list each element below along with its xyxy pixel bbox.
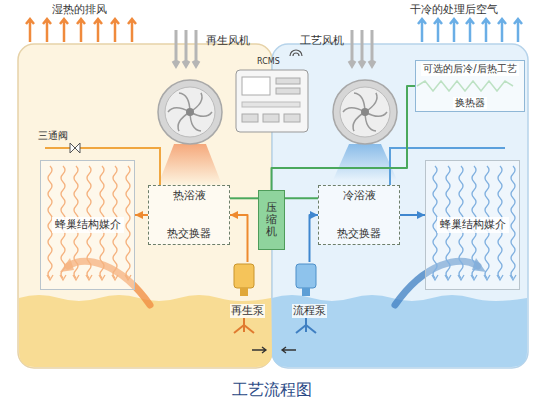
pump-base — [302, 288, 310, 296]
air-cone — [333, 144, 397, 180]
node-label: 可选的后冷/后热工艺 — [421, 63, 518, 76]
air-arrow — [498, 19, 506, 42]
regeneration-fan — [158, 80, 222, 144]
fan-rotor — [340, 87, 390, 137]
intake-arrow — [193, 30, 199, 66]
regeneration-pump: 再生泵 — [226, 262, 269, 318]
controller-button — [242, 114, 258, 122]
cold-solution — [272, 295, 527, 367]
pipe-connector — [285, 197, 318, 199]
part-label: 三通阀 — [38, 130, 68, 142]
part-label: RCMS — [257, 57, 280, 67]
pump-base — [240, 288, 248, 296]
compressor-box: 压缩机 — [258, 190, 285, 250]
air-arrow — [128, 19, 136, 42]
air-arrow — [26, 19, 34, 42]
node-sublabel: 热交换器 — [337, 227, 381, 241]
mixer — [296, 318, 316, 333]
part-label: 干冷的处理后空气 — [410, 3, 498, 16]
air-arrow — [418, 19, 426, 42]
air-arrow — [434, 19, 442, 42]
air-arrow — [43, 19, 51, 42]
fan-hub — [361, 108, 369, 116]
node-sublabel: 换热器 — [453, 97, 487, 110]
air-arrow — [482, 19, 490, 42]
node-sublabel: 热交换器 — [167, 227, 211, 241]
air-arrow — [60, 19, 68, 42]
part-label: 再生风机 — [206, 34, 250, 47]
air-cone — [158, 144, 222, 185]
honeycomb-media: 蜂巢结构媒介 — [425, 160, 520, 290]
node-label: 热浴液 — [173, 189, 206, 203]
node-label: 蜂巢结构媒介 — [52, 217, 124, 233]
intake-arrow — [349, 30, 355, 66]
process-pump-icon — [296, 264, 316, 288]
intake-arrow — [183, 30, 189, 66]
air-arrow — [111, 19, 119, 42]
intake-arrow — [173, 30, 179, 66]
controller-screen — [242, 77, 270, 95]
controller-button — [276, 88, 300, 94]
process-fan — [333, 80, 397, 144]
node-label: 冷浴液 — [343, 189, 376, 203]
controller-slider — [242, 102, 300, 107]
node-label: 再生泵 — [230, 304, 265, 318]
fan-rotor — [165, 87, 215, 137]
air-arrow — [514, 19, 522, 42]
part-label: 工艺风机 — [300, 34, 344, 47]
honeycomb-media: 蜂巢结构媒介 — [40, 160, 135, 290]
air-arrow — [466, 19, 474, 42]
controller-button — [284, 114, 300, 122]
figure-caption: 工艺流程图 — [232, 380, 312, 401]
heat-exchanger: 冷浴液热交换器 — [318, 185, 400, 245]
node-label: 压缩机 — [266, 202, 277, 238]
mixer — [234, 318, 254, 333]
node-label: 流程泵 — [292, 304, 327, 318]
process-tank — [272, 44, 528, 368]
air-arrow — [450, 19, 458, 42]
wifi-icon — [290, 50, 302, 56]
process-pump: 流程泵 — [288, 262, 331, 318]
pipe-connector — [310, 215, 319, 262]
controller-box — [236, 70, 308, 132]
pipe-connector — [230, 215, 248, 262]
heat-exchanger: 热浴液热交换器 — [148, 185, 230, 245]
node-label: 蜂巢结构媒介 — [437, 217, 509, 233]
air-arrow — [77, 19, 85, 42]
hot-solution — [19, 295, 272, 367]
regeneration-pump-icon — [234, 264, 254, 288]
post-heat-exchanger: 可选的后冷/后热工艺换热器 — [415, 60, 525, 112]
controller-button — [263, 114, 279, 122]
flow-arrows — [252, 347, 296, 353]
controller — [236, 50, 308, 132]
intake-arrow — [359, 30, 365, 66]
controller-button — [276, 78, 300, 84]
pipe-connector — [230, 197, 258, 199]
part-label: 湿热的排风 — [52, 3, 107, 16]
mixers — [234, 318, 316, 353]
pipe-connector — [400, 214, 425, 216]
pump-icons — [234, 264, 316, 296]
pipe-connector — [135, 214, 148, 216]
regeneration-tank — [18, 44, 272, 368]
intake-arrow — [369, 30, 375, 66]
three-way-valve — [70, 143, 80, 153]
fan-hub — [186, 108, 194, 116]
air-arrow — [94, 19, 102, 42]
pipe-connector — [272, 86, 416, 190]
